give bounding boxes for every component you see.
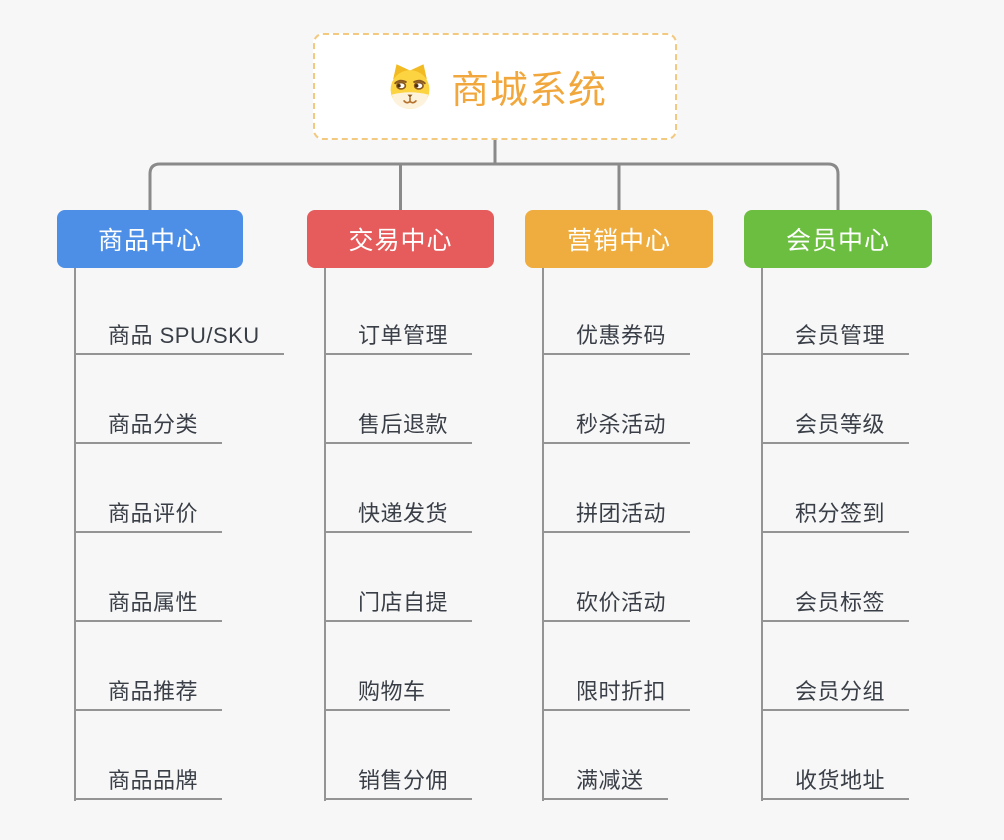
leaf-node[interactable]: 商品评价 (74, 483, 223, 533)
root-title: 商城系统 (450, 70, 607, 112)
leaf-node[interactable]: 会员标签 (761, 572, 910, 622)
leaf-node[interactable]: 会员分组 (761, 661, 910, 711)
leaf-node[interactable]: 秒杀活动 (542, 394, 691, 444)
leaf-node[interactable]: 限时折扣 (542, 661, 691, 711)
category-trade-center[interactable]: 交易中心 (307, 210, 494, 268)
category-member-center[interactable]: 会员中心 (744, 210, 932, 268)
leaf-node[interactable]: 商品品牌 (74, 750, 223, 800)
leaf-node[interactable]: 售后退款 (324, 394, 473, 444)
leaf-node[interactable]: 快递发货 (324, 483, 473, 533)
leaf-node[interactable]: 销售分佣 (324, 750, 473, 800)
leaf-node[interactable]: 收货地址 (761, 750, 910, 800)
leaf-node[interactable]: 门店自提 (324, 572, 473, 622)
leaf-node[interactable]: 商品 SPU/SKU (74, 305, 284, 355)
dog-face-icon (390, 63, 430, 109)
leaf-node[interactable]: 订单管理 (324, 305, 473, 355)
leaf-node[interactable]: 拼团活动 (542, 483, 691, 533)
leaf-node[interactable]: 积分签到 (761, 483, 910, 533)
leaf-node[interactable]: 砍价活动 (542, 572, 691, 622)
leaf-node[interactable]: 满减送 (542, 750, 668, 800)
leaf-node[interactable]: 优惠券码 (542, 305, 691, 355)
branch-rail-line (148, 162, 840, 210)
leaf-node[interactable]: 会员管理 (761, 305, 910, 355)
leaf-node[interactable]: 购物车 (324, 661, 450, 711)
leaf-node[interactable]: 商品分类 (74, 394, 223, 444)
category-marketing-center[interactable]: 营销中心 (525, 210, 713, 268)
category-product-center[interactable]: 商品中心 (57, 210, 243, 268)
leaf-node[interactable]: 商品推荐 (74, 661, 223, 711)
leaf-node[interactable]: 会员等级 (761, 394, 910, 444)
root-node[interactable]: 商城系统 (313, 33, 677, 140)
leaf-node[interactable]: 商品属性 (74, 572, 223, 622)
